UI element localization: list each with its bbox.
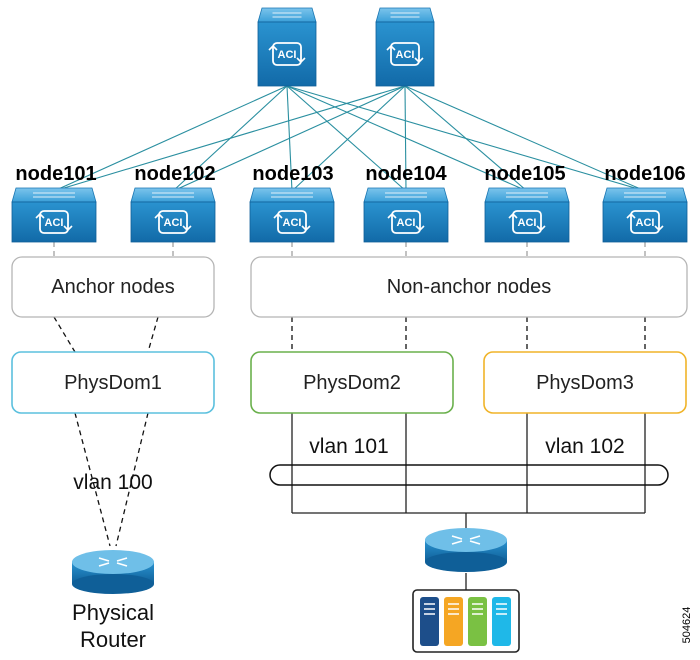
- physdom3-box: [483, 351, 687, 414]
- aci-icon-text: ACI: [45, 217, 64, 229]
- fabric-link: [53, 85, 406, 192]
- fabric-link: [291, 85, 406, 192]
- vlan-102-label: vlan 102: [545, 435, 624, 458]
- spine-switch-icon: ACI: [257, 7, 317, 87]
- aci-icon-text: ACI: [164, 217, 183, 229]
- non-anchor-nodes-label: Non-anchor nodes: [387, 276, 552, 298]
- physdom2-box: [250, 351, 454, 414]
- leaf-switch-icon: ACI: [130, 187, 216, 243]
- leaf-label-node103: node103: [252, 163, 333, 185]
- anchor-nodes-label: Anchor nodes: [51, 276, 174, 298]
- fabric-link: [404, 85, 646, 192]
- leaf-label-node104: node104: [365, 163, 447, 185]
- leaf-switch-icon: ACI: [11, 187, 97, 243]
- figure-id: 504624: [681, 607, 693, 644]
- fabric-link: [404, 85, 407, 192]
- leaf-label-node102: node102: [134, 163, 215, 185]
- server-rack-icon: [412, 589, 520, 653]
- leaf-label-node101: node101: [15, 163, 96, 185]
- physdom2-label: PhysDom2: [303, 372, 401, 394]
- aci-icon-text: ACI: [518, 217, 537, 229]
- leaf-switch-icon: ACI: [484, 187, 570, 243]
- fabric-links: [53, 85, 646, 192]
- leaf-labels: node101 node102 node103 node104 node105 …: [15, 163, 685, 185]
- aci-icon-text: ACI: [636, 217, 655, 229]
- vlan-trunk-lines: [291, 413, 646, 590]
- fabric-link: [172, 85, 406, 192]
- physdom3-label: PhysDom3: [536, 372, 634, 394]
- physical-router-icon: [72, 550, 154, 594]
- router-icon: [425, 528, 507, 572]
- aci-icon-text: ACI: [278, 49, 297, 61]
- fabric-link: [286, 85, 528, 192]
- fabric-link: [53, 85, 288, 192]
- fabric-link: [404, 85, 528, 192]
- spine-switch-icon: ACI: [375, 7, 435, 87]
- group-domain-links: [53, 316, 646, 353]
- aci-icon-text: ACI: [283, 217, 302, 229]
- aci-icon-text: ACI: [397, 217, 416, 229]
- leaf-switch-icon: ACI: [249, 187, 335, 243]
- vlan-101-label: vlan 101: [309, 435, 388, 458]
- router-links: [74, 412, 149, 547]
- router-label-line2: Router: [80, 627, 146, 652]
- physdom1-box: [11, 351, 215, 414]
- leaf-switch-icon: ACI: [363, 187, 449, 243]
- fabric-link: [286, 85, 407, 192]
- switches: ACI ACI ACI ACI ACI ACI ACI ACI: [11, 7, 688, 243]
- leaf-switch-icon: ACI: [602, 187, 688, 243]
- physdom1-label: PhysDom1: [64, 372, 162, 394]
- aci-icon-text: ACI: [396, 49, 415, 61]
- router-label-line1: Physical: [72, 600, 154, 625]
- port-channel-oval: [269, 464, 669, 486]
- vlan-100-label: vlan 100: [73, 471, 152, 494]
- leaf-label-node105: node105: [484, 163, 565, 185]
- anchor-nodes-box: [11, 256, 215, 318]
- leaf-label-node106: node106: [604, 163, 685, 185]
- non-anchor-nodes-box: [250, 256, 688, 318]
- leaf-domain-links: [53, 242, 646, 257]
